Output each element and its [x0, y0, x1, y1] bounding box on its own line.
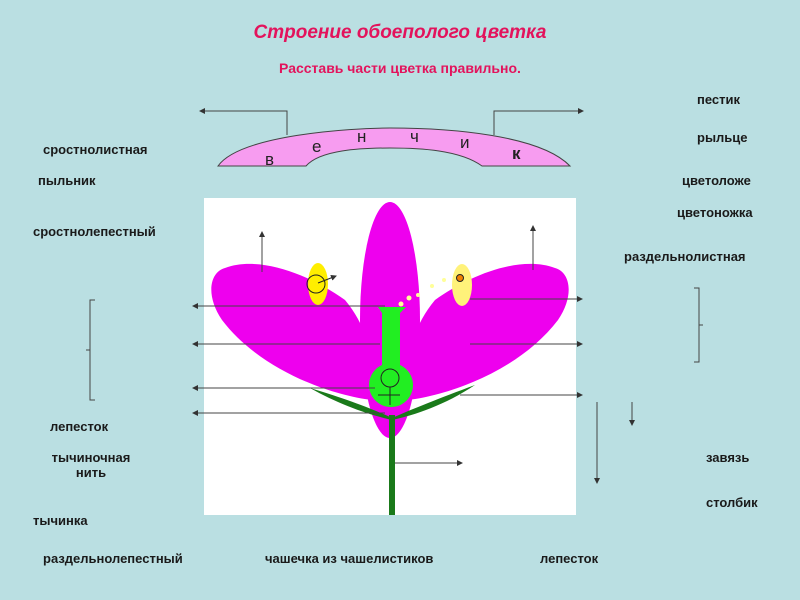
arch-letter[interactable]: к: [512, 144, 521, 163]
label-stolbik[interactable]: столбик: [706, 495, 758, 510]
petal-left: [211, 263, 374, 400]
label-line: тычиночная: [51, 450, 131, 465]
label-srostnolepestny[interactable]: сростнолепестный: [33, 224, 156, 239]
label-tsvetolozhe[interactable]: цветоложе: [682, 173, 751, 188]
label-lepestok[interactable]: лепесток: [540, 551, 599, 566]
arch-letter[interactable]: н: [357, 127, 367, 146]
corolla-arch: [217, 127, 572, 167]
slide-title: Строение обоеполого цветка: [253, 22, 547, 43]
label-srostnolistnaya[interactable]: сростнолистная: [43, 142, 148, 157]
label-rylce[interactable]: рыльце: [697, 130, 748, 145]
petal-right: [406, 263, 569, 400]
label-razdelnolepestny[interactable]: раздельнолепестный: [43, 551, 183, 566]
label-tychinochnaya-nit[interactable]: тычиночная нить: [43, 450, 139, 480]
label-pylnik[interactable]: пыльник: [38, 173, 96, 188]
arch-arrow-left: [199, 108, 288, 135]
label-chashechka[interactable]: чашечка из чашелистиков: [265, 551, 434, 566]
label-pestik[interactable]: пестик: [697, 92, 741, 107]
arch-letter[interactable]: е: [312, 137, 322, 156]
pistil: [369, 307, 413, 408]
label-zavyaz[interactable]: завязь: [706, 450, 750, 465]
sepals: [310, 385, 475, 420]
label-line: нить: [75, 465, 107, 480]
anther-right: [452, 264, 472, 306]
bracket-right: [694, 287, 700, 363]
bracket-left: [89, 299, 95, 401]
label-lepestok[interactable]: лепесток: [50, 419, 109, 434]
label-tychinka[interactable]: тычинка: [33, 513, 88, 528]
arch-arrow-right: [493, 108, 584, 135]
arch-letter[interactable]: в: [265, 150, 275, 169]
anther-left: [308, 263, 328, 305]
stem: [389, 415, 395, 515]
slide-subtitle: Расставь части цветка правильно.: [279, 60, 521, 76]
arch-letter[interactable]: и: [460, 133, 470, 152]
arch-letter[interactable]: ч: [410, 127, 419, 146]
label-razdelnolistnaya[interactable]: раздельнолистная: [624, 249, 746, 264]
label-tsvetonozhka[interactable]: цветоножка: [677, 205, 753, 220]
